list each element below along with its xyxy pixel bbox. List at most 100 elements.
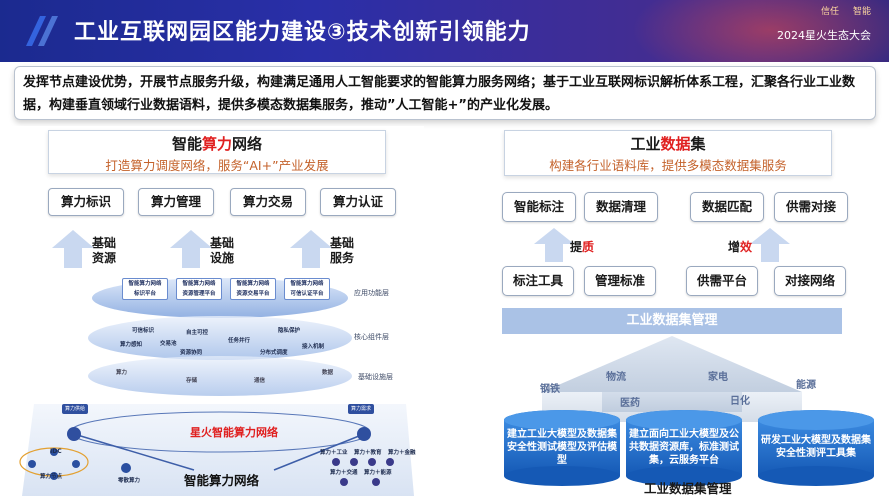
dataset-diagram: [504, 336, 874, 486]
arrow-label-resource: 基础资源: [90, 236, 118, 266]
infra-item: 算力: [116, 370, 128, 376]
right-panel: 工业数据集 构建各行业语料库，提供多模态数据集服务 智能标注 数据清理 数据匹配…: [494, 126, 878, 496]
idc-label: IDC: [50, 448, 62, 455]
left-subtitle: 打造算力调度网络，服务“AI+”产业发展: [105, 158, 329, 173]
dataset-manage-bar: 工业数据集管理: [502, 308, 842, 334]
efficiency-label-2: 效: [740, 240, 753, 254]
right-title-red: 数据: [660, 135, 691, 153]
demand-pill: 算力需求: [348, 404, 375, 414]
left-title-part2: 网络: [232, 135, 263, 153]
arrow-up-icon: [290, 230, 332, 268]
btn-compute-identify[interactable]: 算力标识: [48, 188, 124, 216]
header-deco-icon: [26, 16, 58, 46]
core-item: 可信标识: [132, 328, 155, 334]
platform-trade-l2: 资源交易平台: [236, 291, 270, 297]
btn-supply-platform[interactable]: 供需平台: [686, 266, 758, 296]
platform-trade: 智能算力网络资源交易平台: [230, 278, 276, 300]
demand-item: 算力＋交通: [330, 470, 358, 476]
layer-label-app: 应用功能层: [354, 289, 389, 297]
platform-identify-l1: 智能算力网络: [128, 281, 162, 287]
infra-item: 通信: [254, 378, 266, 384]
platform-resource-l2: 资源管理平台: [182, 291, 216, 297]
domain-word: 日化: [730, 396, 750, 407]
arrow-label-1a: 基础: [91, 236, 116, 250]
demand-item: 算力＋金融: [388, 450, 416, 456]
demand-item: 算力＋工业: [320, 450, 348, 456]
domain-word: 钢铁: [540, 384, 560, 395]
page-title: 工业互联网园区能力建设③技术创新引领能力: [74, 20, 531, 45]
btn-data-clean[interactable]: 数据清理: [584, 192, 658, 222]
platform-identify-l2: 标识平台: [133, 291, 156, 297]
core-item: 资源协同: [180, 350, 203, 356]
intro-text: 发挥节点建设优势，开展节点服务升级，构建满足通用人工智能要求的智能算力服务网络；…: [23, 75, 856, 113]
right-title: 工业数据集: [505, 133, 831, 154]
brand-tag-smart: 智能: [852, 7, 871, 17]
quality-label-2: 质: [582, 240, 595, 254]
btn-compute-certify[interactable]: 算力认证: [320, 188, 396, 216]
btn-label-tool[interactable]: 标注工具: [502, 266, 574, 296]
right-head: 工业数据集 构建各行业语料库，提供多模态数据集服务: [504, 130, 832, 176]
layer-label-infra: 基础设施层: [358, 373, 393, 381]
btn-supply-demand[interactable]: 供需对接: [774, 192, 848, 222]
btn-smart-label[interactable]: 智能标注: [502, 192, 576, 222]
core-item: 自主可控: [186, 330, 209, 336]
fire-network-label: 星火智能算力网络: [190, 426, 278, 439]
supply-pill: 算力供给: [62, 404, 89, 414]
btn-compute-manage[interactable]: 算力管理: [138, 188, 214, 216]
cylinder-text-1: 建立工业大模型及数据集安全性测试模型及评估模型: [507, 429, 617, 466]
arrow-label-3b: 服务: [329, 251, 354, 265]
quality-label: 提质: [570, 238, 594, 255]
quality-label-1: 提: [570, 240, 583, 254]
intro-box: 发挥节点建设优势，开展节点服务升级，构建满足通用人工智能要求的智能算力服务网络；…: [14, 66, 876, 120]
arrow-label-2a: 基础: [209, 236, 234, 250]
arrow-label-1b: 资源: [91, 251, 116, 265]
demand-item: 算力＋能源: [364, 470, 392, 476]
left-title-red: 算力: [201, 135, 232, 153]
platform-certify-l2: 可信认证平台: [290, 291, 324, 297]
right-title-part2: 集: [690, 135, 706, 153]
brand-block: 信任 智能 2024星火生态大会: [777, 4, 871, 43]
arrow-label-3a: 基础: [329, 236, 354, 250]
header-glow: [620, 0, 889, 62]
domain-word: 家电: [708, 372, 728, 383]
left-caption: 智能算力网络: [184, 473, 260, 488]
right-subtitle: 构建各行业语料库，提供多模态数据集服务: [549, 158, 787, 173]
infra-item: 数据: [322, 370, 334, 376]
core-item: 隐私保护: [278, 328, 301, 334]
btn-connect-network[interactable]: 对接网络: [774, 266, 846, 296]
platform-resource-l1: 智能算力网络: [182, 281, 216, 287]
core-item: 分布式调度: [260, 350, 288, 356]
platform-certify-l1: 智能算力网络: [290, 281, 324, 287]
infra-item: 存储: [186, 378, 198, 384]
platform-trade-l1: 智能算力网络: [236, 281, 270, 287]
header-banner: 工业互联网园区能力建设③技术创新引领能力 信任 智能 2024星火生态大会: [0, 0, 889, 62]
efficiency-label-1: 增: [728, 240, 741, 254]
compute-stack-diagram: [19, 278, 414, 496]
left-head: 智能算力网络 打造算力调度网络，服务“AI+”产业发展: [48, 130, 386, 174]
right-caption: 工业数据集管理: [644, 481, 732, 496]
cylinder-text-2: 建立面向工业大模型及公共数据资源库，标准测试集，云服务平台: [629, 429, 739, 466]
core-item: 交易池: [160, 341, 177, 347]
arrow-up-icon: [52, 230, 94, 268]
btn-compute-trade[interactable]: 算力交易: [230, 188, 306, 216]
cylinder-text-3: 研发工业大模型及数据集安全性测评工具集: [761, 435, 871, 459]
zero-label: 零散算力: [118, 478, 141, 484]
arrow-label-2b: 设施: [209, 251, 234, 265]
domain-word: 能源: [796, 380, 816, 391]
node-label: 算力节点: [40, 474, 63, 480]
arrow-up-icon: [534, 228, 574, 262]
arrow-label-facility: 基础设施: [208, 236, 236, 266]
demand-item: 算力＋教育: [354, 450, 382, 456]
layer-label-core: 核心组件层: [354, 333, 389, 341]
left-title: 智能算力网络: [49, 133, 385, 154]
core-item: 接入机制: [302, 344, 325, 350]
platform-resource: 智能算力网络资源管理平台: [176, 278, 222, 300]
arrow-up-icon: [170, 230, 212, 268]
efficiency-label: 增效: [728, 238, 752, 255]
arrow-label-service: 基础服务: [328, 236, 356, 266]
btn-data-match[interactable]: 数据匹配: [690, 192, 764, 222]
platform-certify: 智能算力网络可信认证平台: [284, 278, 330, 300]
right-title-part1: 工业: [630, 135, 661, 153]
btn-manage-standard[interactable]: 管理标准: [584, 266, 656, 296]
core-item: 任务并行: [228, 338, 251, 344]
